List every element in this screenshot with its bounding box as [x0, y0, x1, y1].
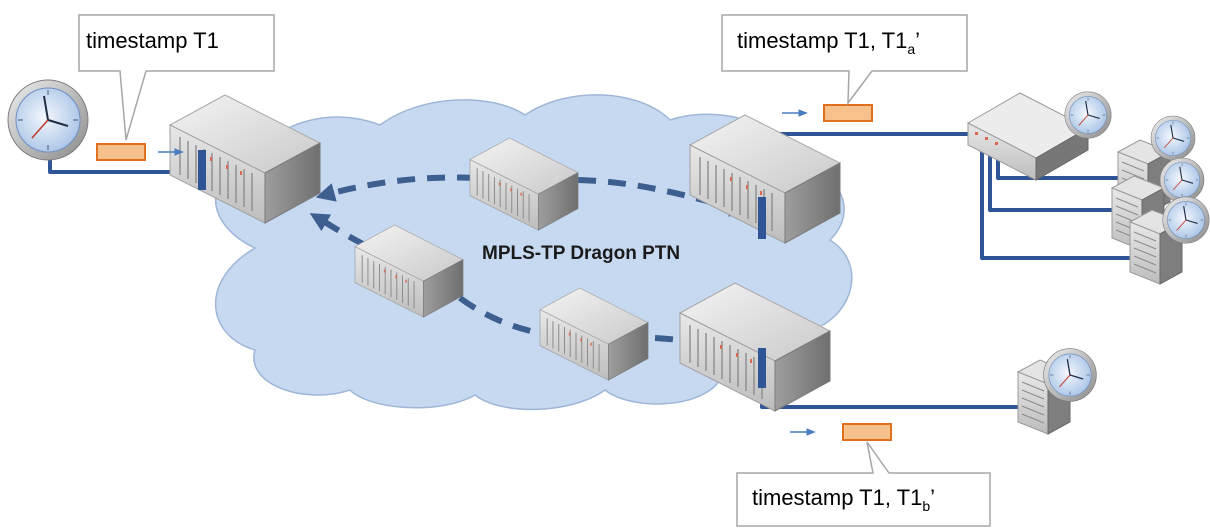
- switch-left: [169, 94, 321, 224]
- arrow-mid-left: [309, 213, 367, 248]
- link-server-1: [980, 140, 1140, 260]
- callout-bottom-right-main: timestamp T1, T1: [752, 485, 923, 510]
- packet-icon: [842, 423, 892, 441]
- callout-bottom-right-subscript: b: [922, 498, 931, 514]
- callout-top-right: [721, 14, 968, 106]
- clock-icon: [1162, 196, 1210, 244]
- callout-top-right-main: timestamp T1, T1: [737, 28, 908, 53]
- callout-top-right-subscript: a: [907, 41, 916, 57]
- clock-icon: [1159, 157, 1205, 203]
- callout-top-right-text: timestamp T1, T1a’: [737, 28, 921, 57]
- clock-icon: [1064, 91, 1112, 139]
- clock-icon: [7, 79, 89, 161]
- clock-icon: [1150, 115, 1196, 161]
- dashed-arrows: [309, 174, 762, 357]
- clock-icon: [1042, 347, 1098, 403]
- callout-bottom-right: [736, 441, 991, 527]
- port-left: [198, 150, 206, 190]
- arrow-bottom-right: [654, 335, 762, 357]
- packets: [96, 104, 892, 441]
- cloud-label: MPLS-TP Dragon PTN: [482, 243, 681, 264]
- callout-left-text: timestamp T1: [86, 28, 219, 53]
- callout-left: [78, 14, 275, 141]
- callouts: [78, 14, 991, 527]
- direction-arrows: [158, 109, 816, 436]
- callout-bottom-right-text: timestamp T1, T1b’: [752, 485, 936, 514]
- link-left-clock: [48, 155, 200, 174]
- packet-icon: [96, 143, 146, 161]
- port-bottom-right: [758, 348, 766, 388]
- link-server-2: [988, 140, 1130, 212]
- port-top-right: [758, 197, 766, 239]
- packet-icon: [823, 104, 873, 122]
- arrow-lower: [458, 295, 551, 338]
- callout-bottom-right-suffix: ’: [930, 485, 936, 510]
- callout-top-right-suffix: ’: [915, 28, 921, 53]
- arrow-top-left: [315, 174, 476, 202]
